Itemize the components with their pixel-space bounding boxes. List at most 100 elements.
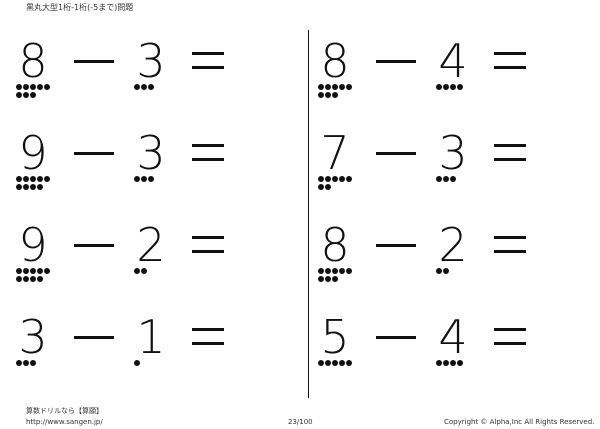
subtrahend-dot-group	[134, 176, 174, 198]
counting-dot	[134, 268, 140, 274]
minuend-digit: 5	[320, 310, 350, 364]
counting-dot	[339, 84, 345, 90]
minuend-dot-group	[318, 84, 358, 106]
minuend-digit: 8	[18, 34, 48, 88]
counting-dot	[325, 176, 331, 182]
counting-dot	[16, 84, 22, 90]
counting-dot	[332, 92, 338, 98]
footer-site-name: 算数ドリルなら【算願】	[26, 407, 103, 415]
subtrahend-digit: 2	[136, 218, 166, 272]
minuend-digit: 7	[320, 126, 350, 180]
counting-dot	[16, 360, 22, 366]
minuend-term: 3	[10, 314, 56, 380]
counting-dot	[37, 184, 43, 190]
subtrahend-term: 3	[430, 130, 476, 196]
counting-dot	[30, 184, 36, 190]
counting-dot	[339, 176, 345, 182]
counting-dot	[325, 184, 331, 190]
minus-sign	[74, 336, 114, 339]
minuend-dot-group	[16, 176, 56, 198]
minuend-dot-group	[318, 268, 358, 290]
counting-dot	[134, 176, 140, 182]
minuend-term: 8	[312, 222, 358, 288]
subtrahend-digit: 3	[136, 34, 166, 88]
counting-dot	[325, 84, 331, 90]
subtrahend-dot-group	[436, 360, 476, 382]
minus-sign	[376, 244, 416, 247]
counting-dot	[318, 184, 324, 190]
counting-dot	[134, 84, 140, 90]
subtrahend-term: 2	[430, 222, 476, 288]
counting-dot	[44, 176, 50, 182]
footer-url[interactable]: http://www.sangen.jp/	[26, 418, 103, 426]
counting-dot	[436, 360, 442, 366]
counting-dot	[450, 84, 456, 90]
subtrahend-digit: 1	[136, 310, 166, 364]
counting-dot	[325, 92, 331, 98]
counting-dot	[318, 92, 324, 98]
equals-sign	[192, 144, 224, 164]
minus-sign	[376, 60, 416, 63]
counting-dot	[318, 276, 324, 282]
subtrahend-digit: 4	[438, 34, 468, 88]
counting-dot	[23, 276, 29, 282]
counting-dot	[436, 176, 442, 182]
subtrahend-term: 1	[128, 314, 174, 380]
subtrahend-term: 3	[128, 130, 174, 196]
counting-dot	[346, 360, 352, 366]
minuend-digit: 3	[18, 310, 48, 364]
counting-dot	[23, 176, 29, 182]
counting-dot	[16, 276, 22, 282]
counting-dot	[16, 268, 22, 274]
counting-dot	[23, 184, 29, 190]
counting-dot	[30, 84, 36, 90]
counting-dot	[30, 268, 36, 274]
minuend-digit: 8	[320, 218, 350, 272]
copyright-notice: Copyright © Alpha,Inc All Rights Reserve…	[444, 418, 595, 426]
counting-dot	[346, 268, 352, 274]
counting-dot	[30, 360, 36, 366]
counting-dot	[339, 360, 345, 366]
minuend-term: 8	[10, 38, 56, 104]
counting-dot	[325, 360, 331, 366]
counting-dot	[332, 84, 338, 90]
subtrahend-dot-group	[134, 84, 174, 106]
subtrahend-dot-group	[436, 268, 476, 290]
minuend-term: 8	[312, 38, 358, 104]
minuend-term: 9	[10, 222, 56, 288]
subtrahend-term: 2	[128, 222, 174, 288]
counting-dot	[30, 92, 36, 98]
minuend-digit: 9	[18, 218, 48, 272]
counting-dot	[457, 84, 463, 90]
counting-dot	[339, 268, 345, 274]
counting-dot	[436, 84, 442, 90]
counting-dot	[318, 268, 324, 274]
subtrahend-digit: 3	[136, 126, 166, 180]
minuend-term: 5	[312, 314, 358, 380]
equals-sign	[494, 236, 526, 256]
page-number: 23/100	[288, 418, 313, 426]
equals-sign	[494, 52, 526, 72]
equals-sign	[192, 328, 224, 348]
column-divider	[308, 30, 309, 398]
minuend-dot-group	[16, 84, 56, 106]
minuend-digit: 8	[320, 34, 350, 88]
counting-dot	[332, 276, 338, 282]
counting-dot	[37, 176, 43, 182]
equals-sign	[192, 236, 224, 256]
counting-dot	[332, 176, 338, 182]
subtrahend-digit: 2	[438, 218, 468, 272]
minuend-digit: 9	[18, 126, 48, 180]
counting-dot	[346, 84, 352, 90]
counting-dot	[44, 84, 50, 90]
equals-sign	[494, 328, 526, 348]
minuend-dot-group	[318, 360, 358, 382]
counting-dot	[148, 176, 154, 182]
counting-dot	[37, 276, 43, 282]
counting-dot	[134, 360, 140, 366]
counting-dot	[44, 268, 50, 274]
minuend-term: 9	[10, 130, 56, 196]
